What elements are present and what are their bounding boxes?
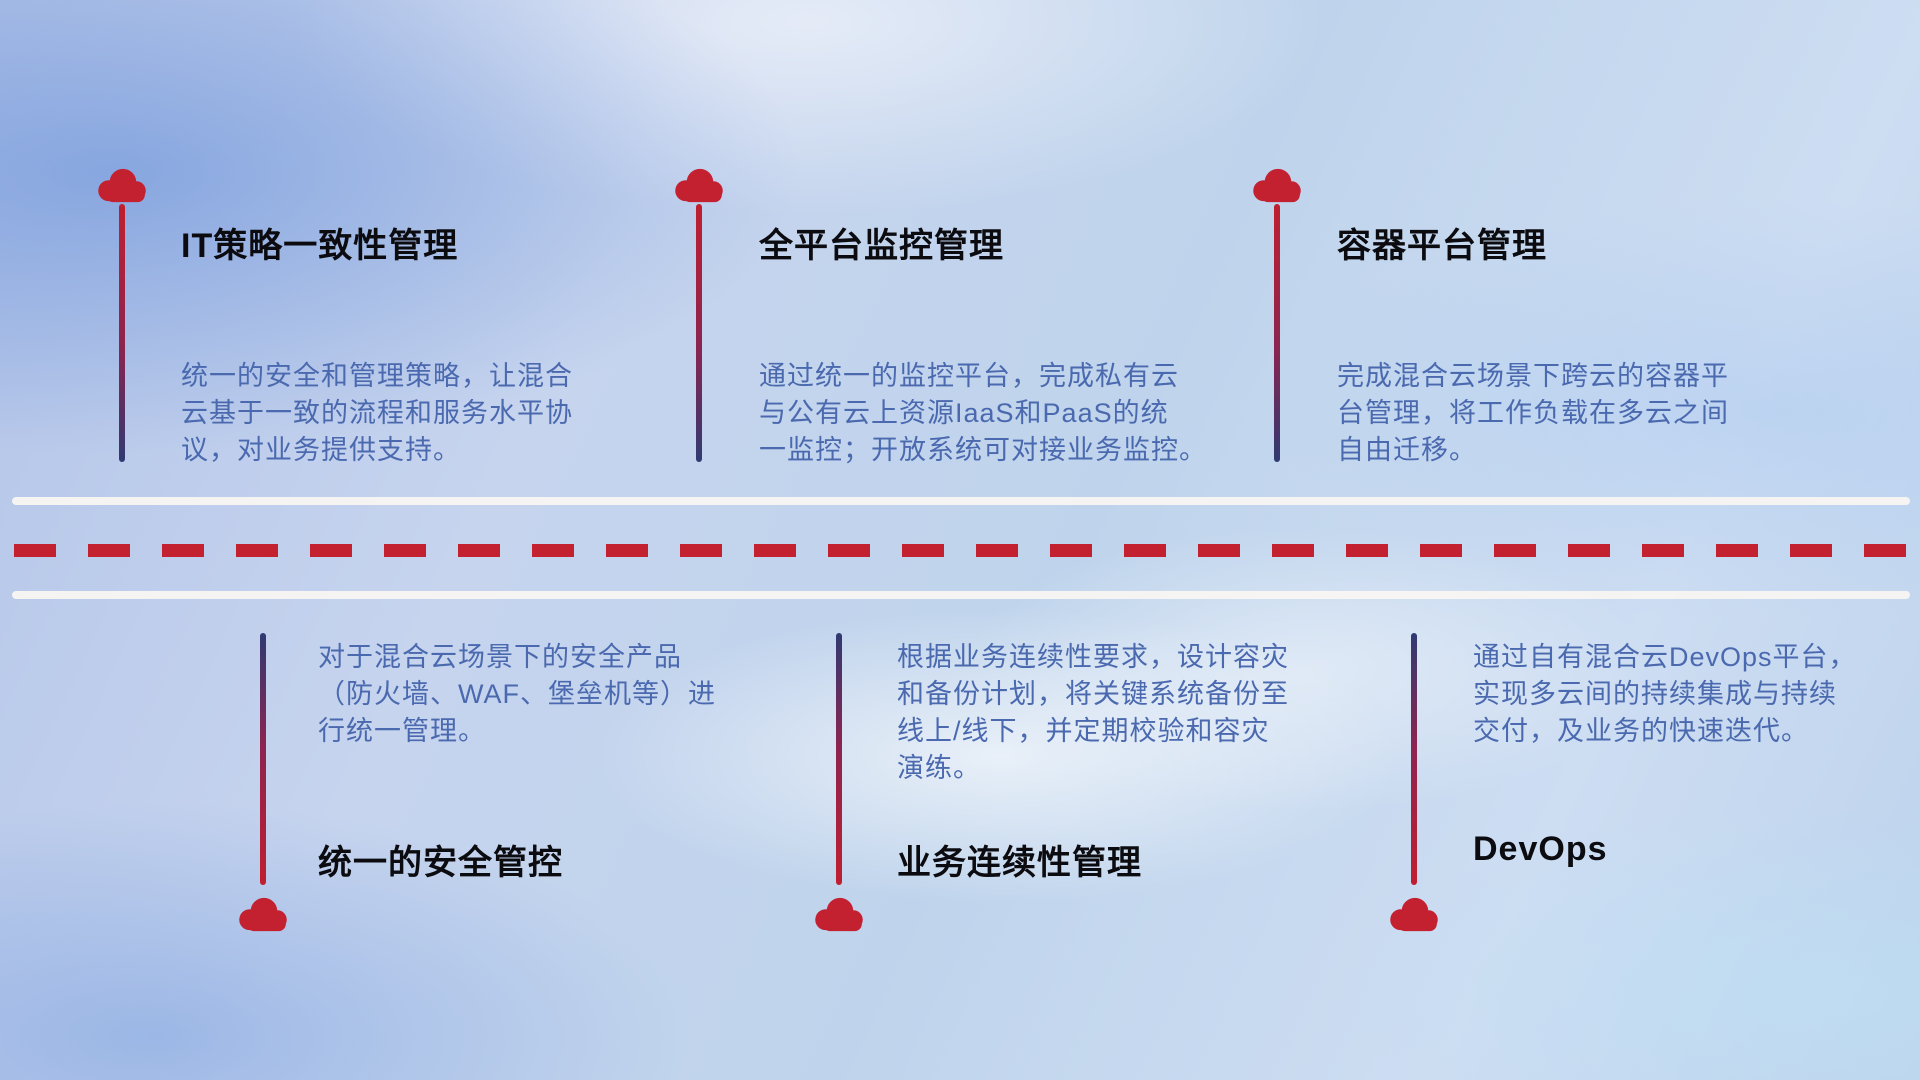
feature-description: 对于混合云场景下的安全产品 （防火墙、WAF、堡垒机等）进 行统一管理。: [318, 642, 716, 746]
feature-security-control-desc: 对于混合云场景下的安全产品 （防火墙、WAF、堡垒机等）进 行统一管理。: [318, 639, 716, 750]
feature-devops: DevOps: [1473, 830, 1608, 869]
feature-monitoring: 全平台监控管理: [759, 218, 1004, 267]
cloud-icon: [675, 168, 723, 203]
feature-monitoring-desc: 通过统一的监控平台，完成私有云 与公有云上资源IaaS和PaaS的统 一监控；开…: [759, 358, 1207, 469]
cloud-icon: [815, 897, 863, 932]
feature-title: 容器平台管理: [1337, 227, 1547, 265]
road-dashed-center-line: [14, 544, 1908, 557]
feature-container-platform-desc: 完成混合云场景下跨云的容器平 台管理，将工作负载在多云之间 自由迁移。: [1337, 358, 1729, 469]
feature-it-policy-desc: 统一的安全和管理策略，让混合 云基于一致的流程和服务水平协 议，对业务提供支持。: [181, 358, 573, 469]
road-bottom-line: [12, 591, 1910, 599]
cloud-icon: [239, 897, 287, 932]
feature-title: 业务连续性管理: [897, 844, 1142, 882]
cloud-icon: [98, 168, 146, 203]
feature-business-continuity: 业务连续性管理: [897, 835, 1142, 884]
feature-description: 通过自有混合云DevOps平台， 实现多云间的持续集成与持续 交付，及业务的快速…: [1473, 642, 1857, 746]
feature-title: IT策略一致性管理: [181, 227, 459, 265]
feature-title: 全平台监控管理: [759, 227, 1004, 265]
feature-description: 统一的安全和管理策略，让混合 云基于一致的流程和服务水平协 议，对业务提供支持。: [181, 361, 573, 465]
pin-devops: [1386, 633, 1442, 933]
connector-line: [696, 204, 702, 462]
feature-title: 统一的安全管控: [318, 844, 563, 882]
feature-description: 完成混合云场景下跨云的容器平 台管理，将工作负载在多云之间 自由迁移。: [1337, 361, 1729, 465]
cloud-icon: [1253, 168, 1301, 203]
feature-it-policy: IT策略一致性管理: [181, 218, 458, 267]
cloud-icon: [1390, 897, 1438, 932]
pin-business-continuity: [811, 633, 867, 933]
road-top-line: [12, 497, 1910, 505]
feature-description: 根据业务连续性要求，设计容灾 和备份计划，将关键系统备份至 线上/线下，并定期校…: [897, 642, 1289, 783]
feature-container-platform: 容器平台管理: [1337, 218, 1547, 267]
connector-line: [260, 633, 266, 885]
feature-description: 通过统一的监控平台，完成私有云 与公有云上资源IaaS和PaaS的统 一监控；开…: [759, 361, 1207, 465]
pin-security-control: [235, 633, 291, 933]
feature-security-control: 统一的安全管控: [318, 835, 563, 884]
pin-container-platform: [1249, 166, 1305, 462]
connector-line: [1411, 633, 1417, 885]
feature-title: DevOps: [1473, 830, 1608, 868]
pin-monitoring: [671, 166, 727, 462]
feature-business-continuity-desc: 根据业务连续性要求，设计容灾 和备份计划，将关键系统备份至 线上/线下，并定期校…: [897, 639, 1289, 787]
connector-line: [1274, 204, 1280, 462]
pin-it-policy: [94, 166, 150, 462]
connector-line: [836, 633, 842, 885]
feature-devops-desc: 通过自有混合云DevOps平台， 实现多云间的持续集成与持续 交付，及业务的快速…: [1473, 639, 1857, 750]
connector-line: [119, 204, 125, 462]
